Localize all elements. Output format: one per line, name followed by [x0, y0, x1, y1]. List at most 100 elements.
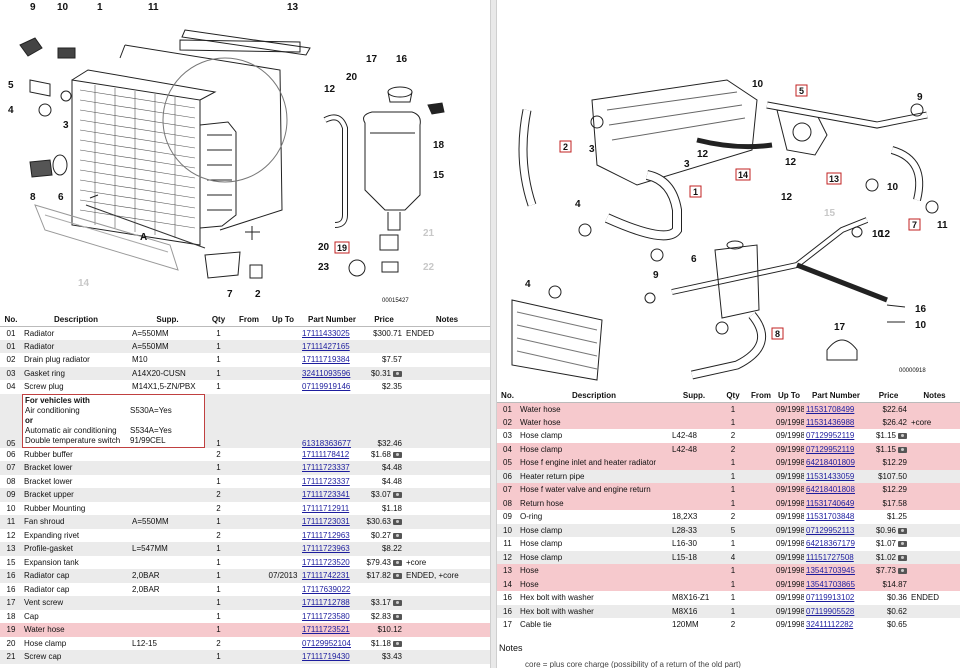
row-part-number[interactable]: 17111719384	[300, 353, 364, 367]
part-number-link[interactable]: 07129952119	[806, 431, 855, 441]
row-part-number[interactable]: 17111433025	[300, 326, 364, 340]
camera-icon[interactable]	[393, 640, 402, 647]
part-number-link[interactable]: 11531433059	[806, 471, 855, 481]
row-part-number[interactable]: 11531740649	[804, 496, 868, 510]
row-part-number[interactable]: 61318363677	[300, 393, 364, 448]
part-number-link[interactable]: 17111427165	[302, 341, 350, 351]
row-part-number[interactable]: 13541703945	[804, 564, 868, 578]
camera-icon[interactable]	[898, 527, 907, 534]
part-number-link[interactable]: 17111723520	[302, 557, 350, 567]
part-number-link[interactable]: 17111742231	[302, 571, 350, 581]
pane-divider[interactable]	[490, 0, 497, 668]
camera-icon[interactable]	[898, 541, 907, 548]
row-part-number[interactable]: 17111427165	[300, 339, 364, 353]
part-number-link[interactable]: 17111712963	[302, 530, 350, 540]
row-part-number[interactable]: 07129952104	[300, 637, 364, 651]
part-number-link[interactable]: 07119919146	[302, 382, 351, 392]
part-number-link[interactable]: 17111723337	[302, 476, 350, 486]
row-part-number[interactable]: 17117639022	[300, 583, 364, 597]
part-number-link[interactable]: 11531708499	[806, 404, 855, 414]
camera-icon[interactable]	[898, 446, 907, 453]
row-part-number[interactable]: 11531708499	[804, 402, 868, 416]
part-number-link[interactable]: 11531436988	[806, 417, 855, 427]
row-part-number[interactable]: 17111723521	[300, 623, 364, 637]
part-number-link[interactable]: 17111433025	[302, 328, 350, 338]
part-number-link[interactable]: 13541703865	[806, 579, 855, 589]
camera-icon[interactable]	[393, 492, 402, 499]
part-number-link[interactable]: 64218401808	[806, 485, 855, 495]
part-number-link[interactable]: 07119913102	[806, 593, 855, 603]
row-part-number[interactable]: 07119919146	[300, 380, 364, 394]
camera-icon[interactable]	[898, 568, 907, 575]
part-number-link[interactable]: 64218367179	[806, 539, 855, 549]
part-number-link[interactable]: 17117639022	[302, 584, 351, 594]
part-number-link[interactable]: 61318363677	[302, 438, 351, 448]
camera-icon[interactable]	[393, 532, 402, 539]
row-part-number[interactable]: 17111723341	[300, 488, 364, 502]
part-number-link[interactable]: 07129952104	[302, 638, 351, 648]
camera-icon[interactable]	[393, 559, 402, 566]
row-part-number[interactable]: 11531703848	[804, 510, 868, 524]
camera-icon[interactable]	[393, 451, 402, 458]
part-number-link[interactable]: 64218401809	[806, 458, 855, 468]
row-part-number[interactable]: 32411112282	[804, 618, 868, 632]
part-number-link[interactable]: 11531740649	[806, 498, 855, 508]
camera-icon[interactable]	[393, 573, 402, 580]
camera-icon[interactable]	[393, 613, 402, 620]
row-part-number[interactable]: 17111723580	[300, 610, 364, 624]
part-number-link[interactable]: 17111723341	[302, 490, 350, 500]
camera-icon[interactable]	[898, 554, 907, 561]
part-number-link[interactable]: 17111712911	[302, 503, 350, 513]
part-number-link[interactable]: 13541703945	[806, 566, 855, 576]
row-part-number[interactable]: 64218367179	[804, 537, 868, 551]
part-number-link[interactable]: 11531703848	[806, 512, 855, 522]
part-number-link[interactable]: 17111723521	[302, 625, 350, 635]
camera-icon[interactable]	[393, 600, 402, 607]
row-part-number[interactable]: 07129952113	[804, 523, 868, 537]
row-part-number[interactable]: 64218401808	[804, 483, 868, 497]
part-number-link[interactable]: 17111178412	[302, 449, 350, 459]
row-part-number[interactable]: 32411093596	[300, 366, 364, 380]
camera-icon[interactable]	[393, 370, 402, 377]
row-part-number[interactable]: 11531433059	[804, 469, 868, 483]
part-number-link[interactable]: 17111723031	[302, 517, 350, 527]
row-part-number[interactable]: 17111712911	[300, 502, 364, 516]
row-part-number[interactable]: 17111723963	[300, 542, 364, 556]
row-part-number[interactable]: 17111712963	[300, 529, 364, 543]
part-number-link[interactable]: 17111719384	[302, 355, 350, 365]
row-part-number[interactable]: 17111178412	[300, 448, 364, 462]
